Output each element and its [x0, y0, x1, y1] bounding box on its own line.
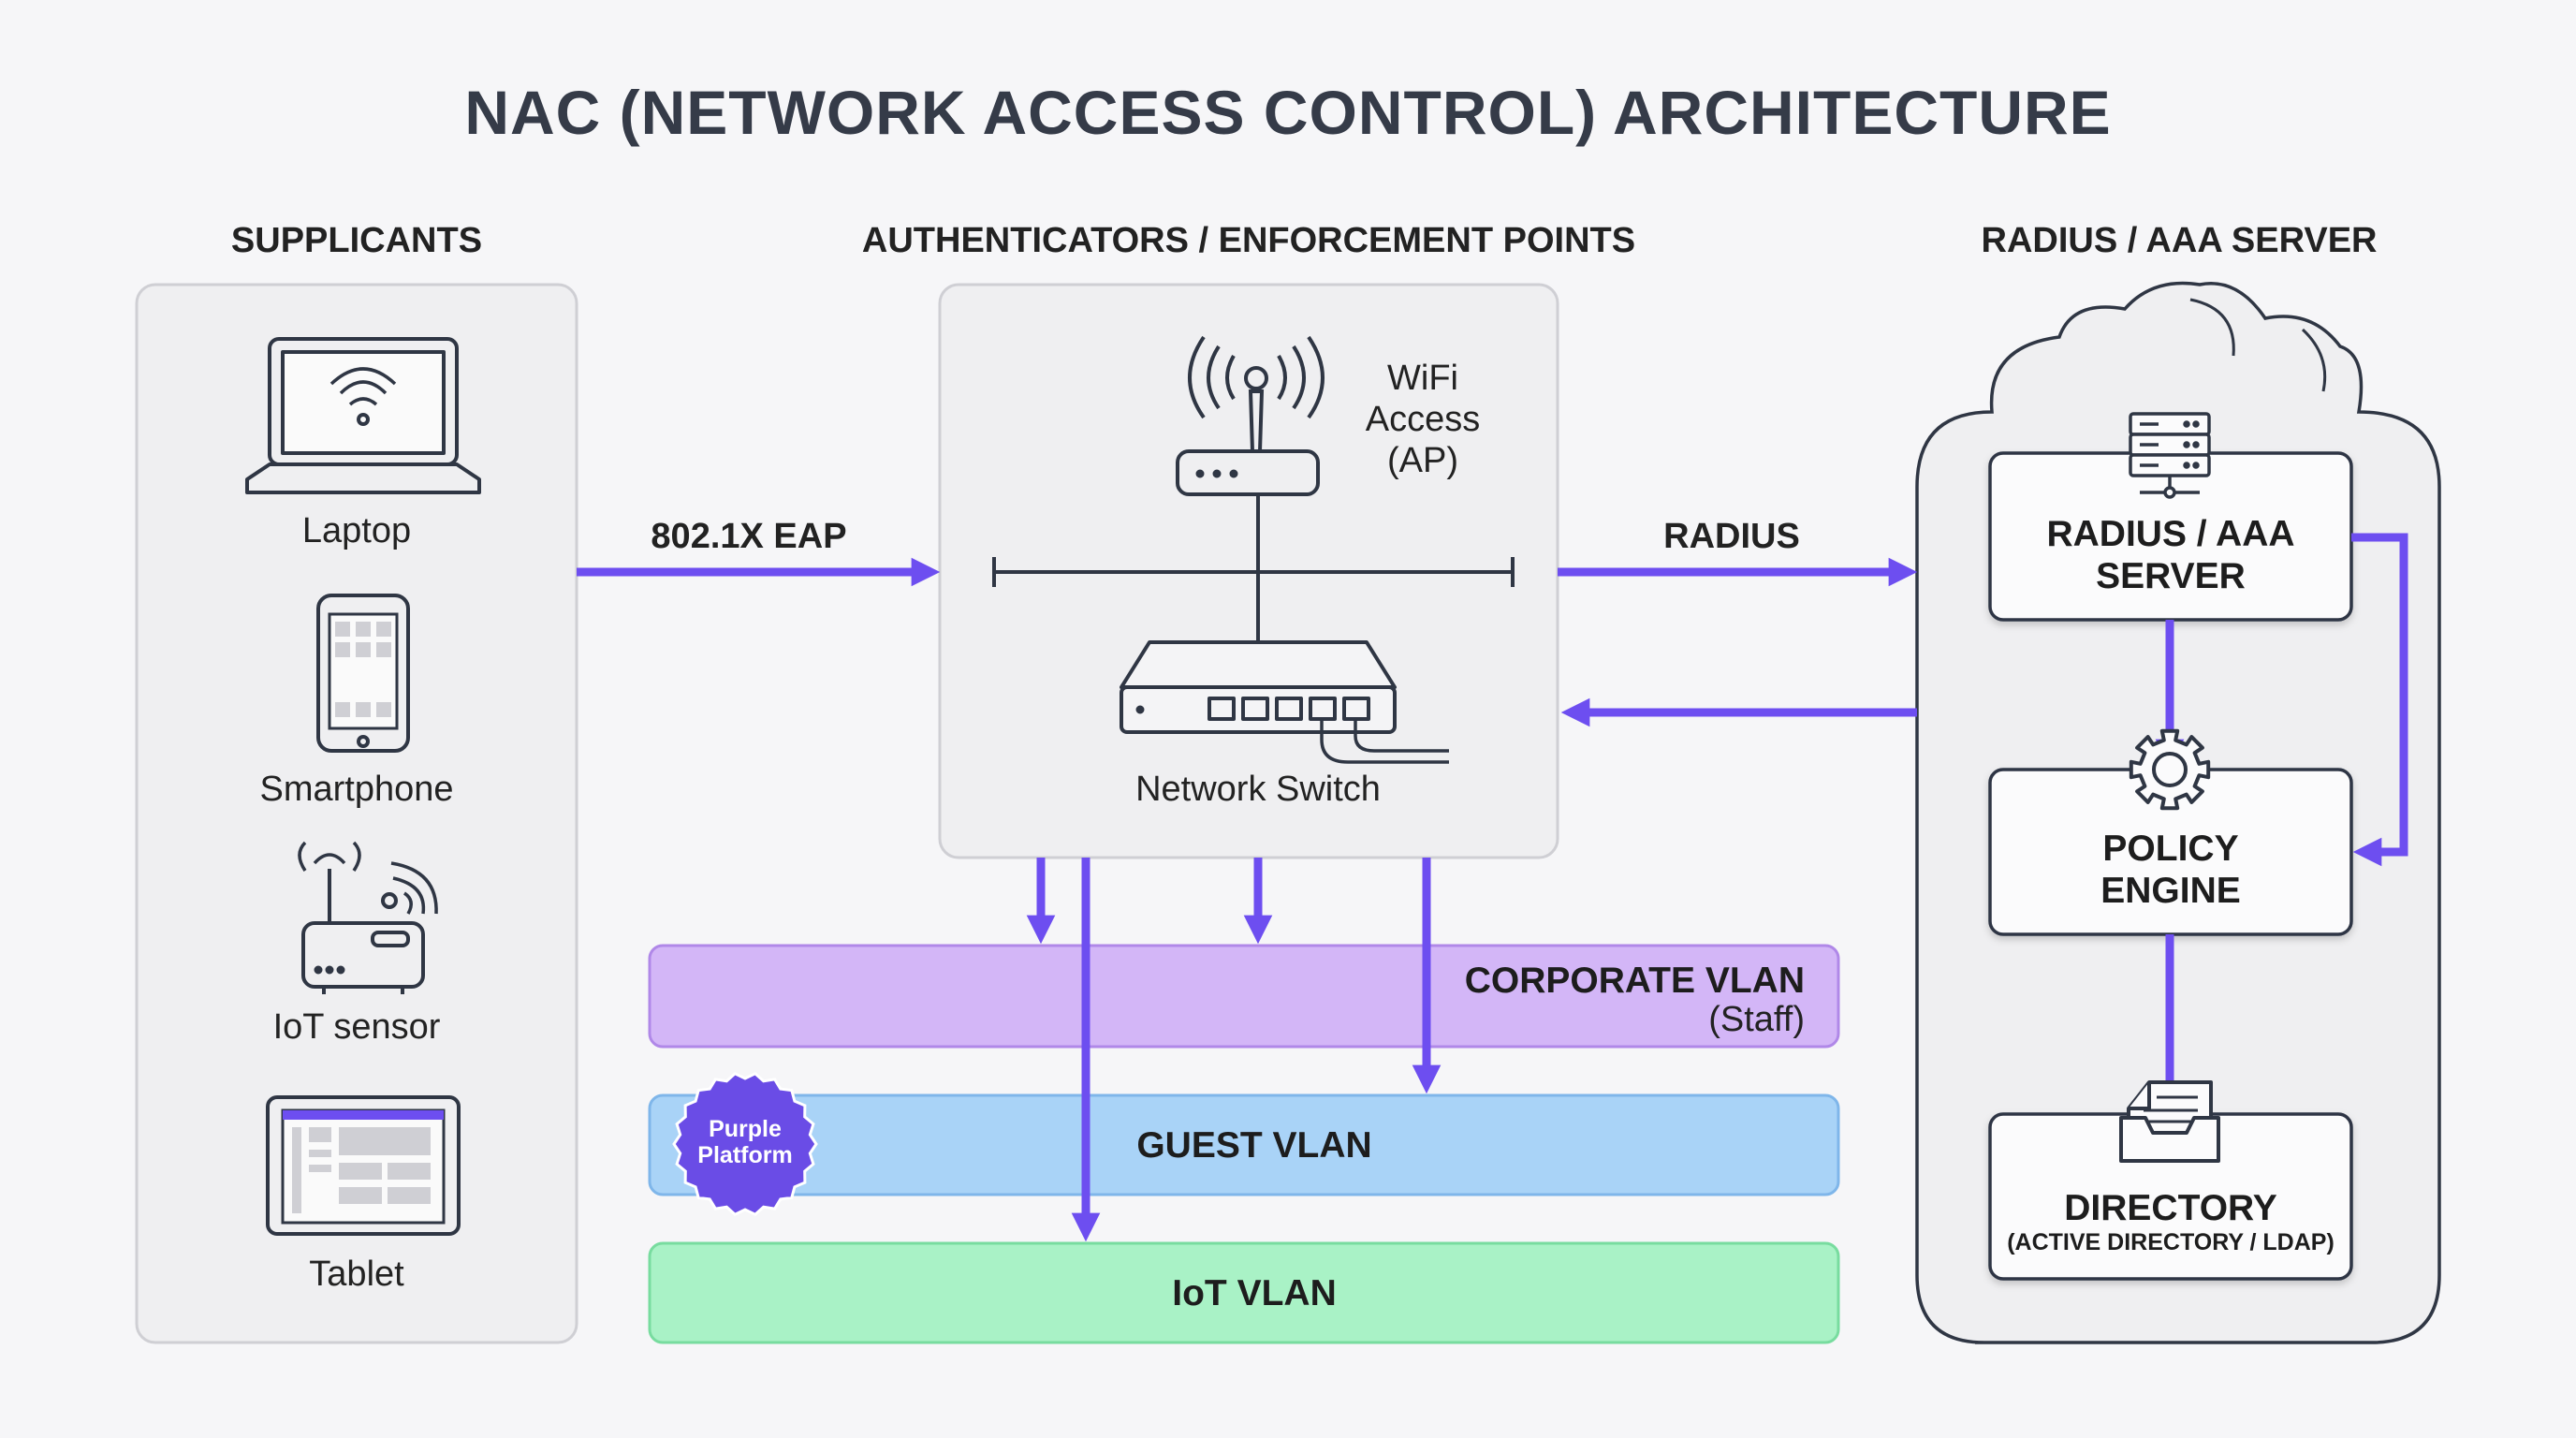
smartphone-label: Smartphone	[259, 770, 454, 809]
radius-flow-label: RADIUS	[1663, 517, 1800, 556]
radius-server-heading: RADIUS / AAA SERVER	[1981, 221, 2378, 260]
supplicants-heading: SUPPLICANTS	[230, 221, 483, 260]
radius-server-box-label: RADIUS / AAA SERVER	[2046, 514, 2295, 596]
purple-platform-badge-label: Purple Platform	[697, 1116, 793, 1168]
corporate-vlan-sublabel: (Staff)	[1708, 1000, 1805, 1039]
purple-platform-badge	[672, 1072, 818, 1216]
iot-vlan-label: IoT VLAN	[1172, 1273, 1337, 1313]
guest-vlan-label: GUEST VLAN	[1136, 1125, 1372, 1166]
cloud-inner-curve	[2301, 328, 2327, 392]
directory-label: DIRECTORY	[2064, 1188, 2277, 1228]
network-switch-label: Network Switch	[1135, 770, 1381, 809]
server-to-policy-side-arrow	[2351, 533, 2408, 867]
supplicants-panel	[135, 283, 578, 1344]
policy-engine-label: POLICY ENGINE	[2100, 829, 2241, 911]
directory-sublabel: (ACTIVE DIRECTORY / LDAP)	[2007, 1229, 2334, 1255]
laptop-label: Laptop	[301, 511, 412, 550]
cloud-inner-curve	[2189, 298, 2235, 357]
guest-vlan-bar	[648, 1093, 1840, 1196]
tablet-label: Tablet	[309, 1255, 404, 1294]
directory-icon	[2119, 1080, 2220, 1163]
iot-vlan-bar	[648, 1241, 1840, 1344]
wifi-ap-label: WiFi Access (AP)	[1365, 359, 1481, 480]
corporate-vlan-label: CORPORATE VLAN	[1464, 961, 1805, 1001]
iot-sensor-label: IoT sensor	[272, 1007, 441, 1047]
server-icon	[2129, 412, 2211, 499]
page-title: NAC (NETWORK ACCESS CONTROL) ARCHITECTUR…	[464, 78, 2112, 147]
corporate-vlan-bar	[648, 944, 1840, 1049]
network-switch-icon	[1120, 640, 1449, 764]
smartphone-icon	[316, 594, 410, 753]
bus-line	[992, 557, 1515, 587]
wifi-ap-icon	[1176, 335, 1325, 642]
tablet-icon	[266, 1095, 461, 1236]
authenticators-heading: AUTHENTICATORS / ENFORCEMENT POINTS	[861, 221, 1636, 260]
laptop-icon	[245, 337, 481, 494]
eap-flow-label: 802.1X EAP	[651, 517, 847, 556]
gear-icon	[2129, 728, 2211, 811]
iot-sensor-icon	[298, 841, 438, 994]
